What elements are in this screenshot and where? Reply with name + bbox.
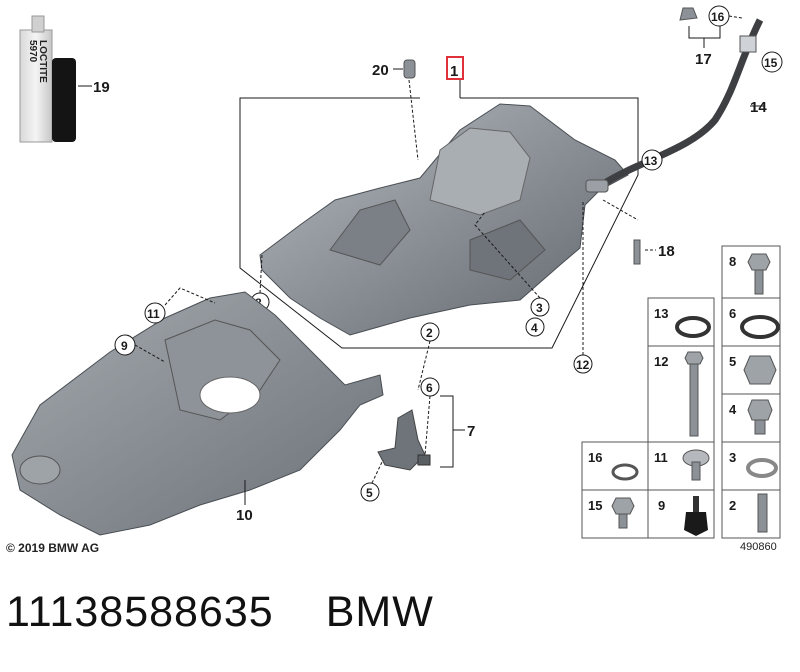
- tube-brand-text: LOCTITE: [37, 40, 48, 83]
- rivet-icon: [682, 449, 710, 481]
- callout-5[interactable]: 5: [366, 486, 373, 500]
- callout-15[interactable]: 15: [764, 56, 778, 70]
- callout-18[interactable]: 18: [658, 243, 675, 260]
- tube-code-text: 5970: [27, 40, 38, 63]
- callout-9[interactable]: 9: [121, 339, 128, 353]
- grid-label-12[interactable]: 12: [654, 354, 668, 369]
- callout-1[interactable]: 1: [450, 63, 458, 80]
- sealant-tube-icon: LOCTITE 5970: [19, 15, 76, 143]
- nut-icon: [743, 355, 777, 385]
- part-number: 11138588635: [6, 588, 274, 636]
- callout-20[interactable]: 20: [372, 62, 389, 79]
- lower-oil-pan-icon: [11, 291, 384, 536]
- plug-icon: [403, 59, 416, 79]
- callout-10[interactable]: 10: [236, 507, 253, 524]
- long-bolt-icon: [684, 351, 704, 437]
- callout-4[interactable]: 4: [531, 321, 538, 335]
- drain-plug-icon: [747, 399, 773, 435]
- callout-6[interactable]: 6: [426, 381, 433, 395]
- grid-label-6[interactable]: 6: [729, 306, 736, 321]
- grid-label-4[interactable]: 4: [729, 402, 737, 417]
- seal-ring-icon: [675, 316, 711, 338]
- callout-3[interactable]: 3: [536, 301, 543, 315]
- callout-17[interactable]: 17: [695, 51, 712, 68]
- callout-13[interactable]: 13: [644, 154, 658, 168]
- brand-name: BMW: [325, 588, 434, 636]
- diagram-number: 490860: [740, 541, 777, 553]
- grid-label-9[interactable]: 9: [658, 498, 665, 513]
- grid-label-8[interactable]: 8: [729, 254, 736, 269]
- callout-19[interactable]: 19: [93, 79, 110, 96]
- callout-2[interactable]: 2: [426, 326, 433, 340]
- oil-sensor-icon: [377, 409, 431, 471]
- grid-label-11[interactable]: 11: [654, 450, 668, 465]
- callout-12[interactable]: 12: [576, 358, 590, 372]
- upper-oil-pan-icon: [259, 103, 629, 336]
- part-caption: 11138588635 BMW: [6, 588, 486, 637]
- washer-icon: [611, 463, 639, 481]
- grid-label-3[interactable]: 3: [729, 450, 736, 465]
- copyright: © 2019 BMW AG: [6, 541, 100, 555]
- dipstick-tube-icon: [585, 7, 764, 193]
- parts-grid: [581, 245, 781, 539]
- grid-label-2[interactable]: 2: [729, 498, 736, 513]
- grid-label-16[interactable]: 16: [588, 450, 602, 465]
- bolt-icon: [747, 253, 771, 295]
- callout-7[interactable]: 7: [467, 423, 475, 440]
- grid-label-13[interactable]: 13: [654, 306, 668, 321]
- seal-ring-icon: [740, 315, 780, 339]
- callout-11[interactable]: 11: [147, 307, 160, 321]
- washer-icon: [746, 458, 778, 478]
- grid-label-5[interactable]: 5: [729, 354, 736, 369]
- callout-14[interactable]: 14: [750, 99, 767, 116]
- callout-16[interactable]: 16: [711, 10, 725, 24]
- stud-icon: [757, 493, 768, 533]
- screw-icon: [611, 497, 635, 529]
- clip-icon: [684, 496, 708, 536]
- grid-label-15[interactable]: 15: [588, 498, 602, 513]
- highlight-box: [446, 56, 464, 80]
